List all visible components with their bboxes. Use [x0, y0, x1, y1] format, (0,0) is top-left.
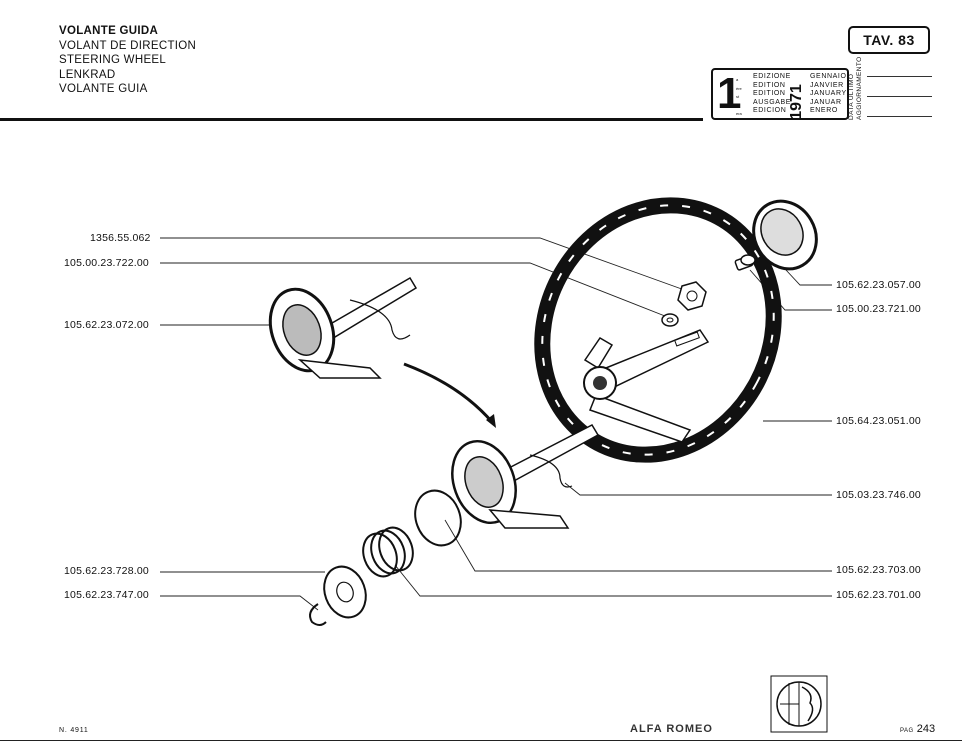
- brand-wordmark: ALFA ROMEO: [630, 723, 713, 735]
- title-italian: VOLANTE GUIDA: [59, 25, 159, 37]
- leader-nut: [160, 237, 691, 293]
- assembly-arrow: [403, 362, 494, 423]
- leader-ring: [444, 519, 832, 572]
- spring: [362, 526, 414, 578]
- washer: [661, 313, 679, 327]
- leader-cable: [564, 482, 832, 496]
- drawing-number: N. 4911: [59, 727, 89, 734]
- part-clip: 105.62.23.747.00: [64, 589, 149, 601]
- title-english: STEERING WHEEL: [59, 54, 167, 67]
- part-switch-assembly: 105.62.23.072.00: [64, 319, 149, 331]
- steering-wheel: [534, 197, 782, 463]
- title-german: LENKRAD: [59, 68, 116, 81]
- update-line-2: [867, 96, 932, 97]
- nut: [677, 281, 707, 311]
- header-rule: [0, 118, 703, 121]
- horn-cover: [752, 199, 818, 271]
- switch-assembly-upper: [268, 276, 418, 379]
- leader-spring: [394, 564, 832, 597]
- title-block: VOLANTE GUIDA VOLANT DE DIRECTION STEERI…: [59, 24, 196, 97]
- edition-ordinals: a ère st – era: [736, 77, 742, 117]
- alfa-romeo-logo-icon: [770, 675, 828, 733]
- part-ring: 105.62.23.703.00: [836, 564, 921, 576]
- part-spring: 105.62.23.701.00: [836, 589, 921, 601]
- update-line-3: [867, 116, 932, 117]
- update-line-1: [867, 76, 932, 77]
- leader-clip: [160, 595, 319, 611]
- plate-number: TAV. 83: [848, 26, 930, 54]
- part-plate-disc: 105.62.23.728.00: [64, 565, 149, 577]
- leader-horn-cover: [785, 269, 832, 286]
- plate-disc: [323, 565, 367, 619]
- footer-rule: [0, 740, 962, 741]
- edition-words: EDIZIONE EDITION EDITION AUSGABE EDICION: [753, 73, 792, 115]
- edition-box: 1 a ère st – era EDIZIONE EDITION EDITIO…: [711, 68, 849, 120]
- part-horn-cover: 105.62.23.057.00: [836, 279, 921, 291]
- horn-button: [734, 254, 756, 271]
- part-washer: 105.00.23.722.00: [64, 257, 149, 269]
- title-spanish: VOLANTE GUIA: [59, 83, 148, 96]
- part-horn-button: 105.00.23.721.00: [836, 303, 921, 315]
- edition-months: GENNAIO JANVIER JANUARY JANUAR ENERO: [810, 73, 847, 115]
- edition-number: 1: [717, 69, 742, 118]
- part-cable: 105.03.23.746.00: [836, 489, 921, 501]
- title-french: VOLANT DE DIRECTION: [59, 39, 197, 52]
- retaining-ring: [414, 489, 462, 547]
- switch-assembly-lower: [451, 424, 600, 529]
- clip: [309, 603, 327, 626]
- leader-washer: [160, 262, 671, 319]
- part-nut: 1356.55.062: [90, 232, 151, 244]
- part-wheel: 105.64.23.051.00: [836, 415, 921, 427]
